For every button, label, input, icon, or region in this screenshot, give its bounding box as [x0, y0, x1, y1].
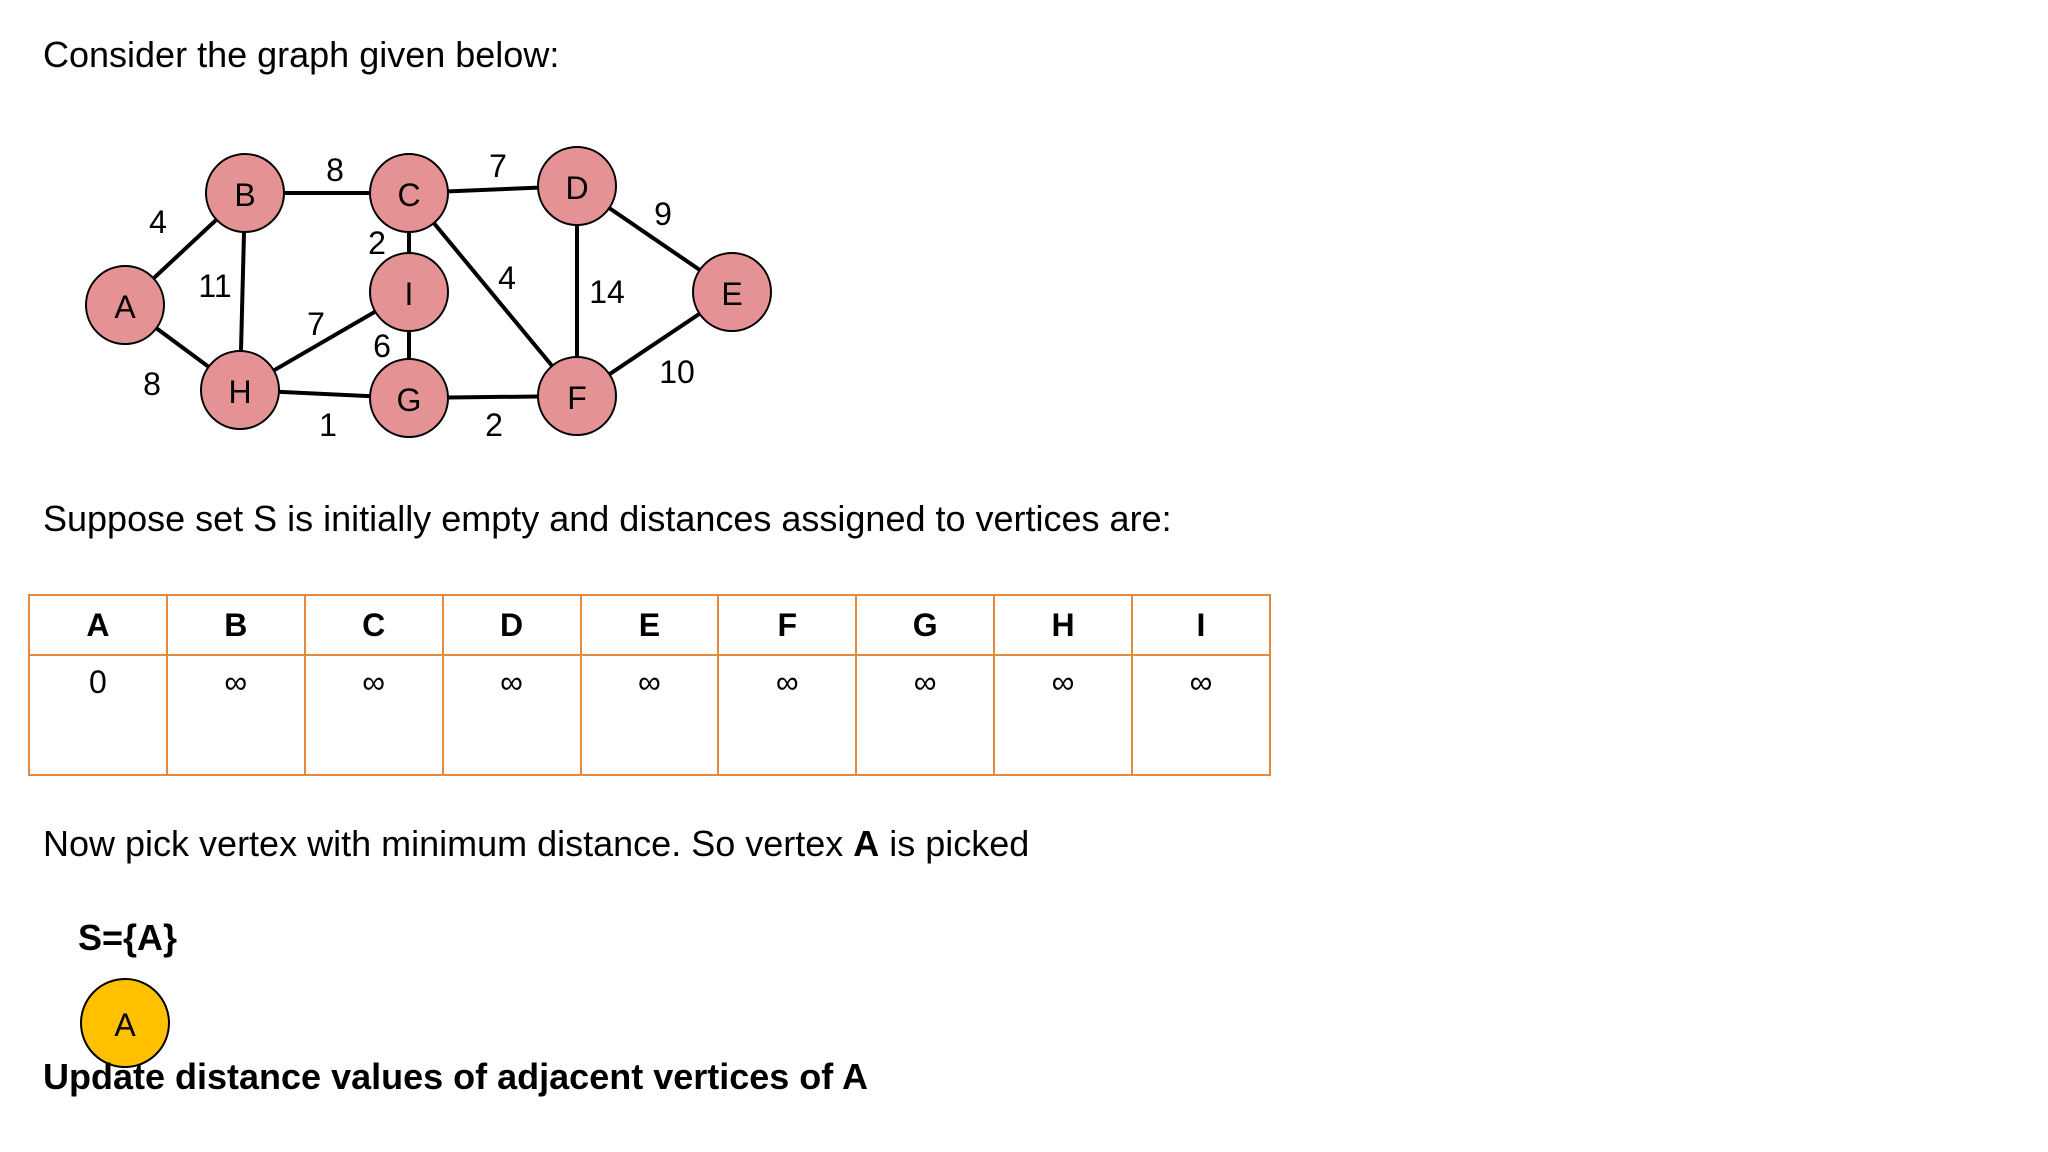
pick-text: Now pick vertex with minimum distance. S…	[43, 823, 1029, 865]
vertex-circle	[369, 252, 449, 332]
vertex-label: C	[397, 177, 420, 213]
edge-weight-c-i: 2	[368, 225, 386, 261]
edge-weight-b-c: 8	[326, 152, 344, 188]
vertex-circle	[205, 153, 285, 233]
distance-value-g: ∞	[855, 654, 996, 776]
distance-value-c: ∞	[303, 654, 444, 776]
vertex-circle	[369, 358, 449, 438]
edge-weight-a-b: 4	[149, 204, 167, 240]
vertex-circle	[200, 350, 280, 430]
edge-weight-d-f: 14	[589, 274, 625, 310]
distance-header-c: C	[303, 594, 444, 656]
intro-text: Suppose set S is initially empty and dis…	[43, 498, 1172, 539]
edge-weight-c-f: 4	[498, 260, 516, 296]
distance-value-b: ∞	[165, 654, 306, 776]
distance-value-e: ∞	[579, 654, 720, 776]
vertex-label: D	[565, 170, 588, 206]
picked-vertex-name: A	[853, 823, 880, 864]
distance-header-i: I	[1131, 594, 1271, 656]
vertex-g: G	[369, 358, 449, 438]
picked-vertex-circle	[80, 978, 170, 1068]
distance-table-value-row: 0∞∞∞∞∞∞∞∞	[28, 654, 1271, 776]
edge-weight-i-g: 6	[373, 328, 391, 364]
distance-value-f: ∞	[717, 654, 858, 776]
vertex-label: G	[397, 382, 422, 418]
vertex-circle	[692, 252, 772, 332]
distance-header-b: B	[165, 594, 306, 656]
distance-value-i: ∞	[1131, 654, 1271, 776]
edge-c-f	[407, 191, 579, 398]
vertex-b: B	[205, 153, 285, 233]
vertex-i: I	[369, 252, 449, 332]
distance-value-a: 0	[28, 654, 168, 776]
pick-text-before: Now pick vertex with minimum distance. S…	[43, 823, 854, 864]
set-s-label: S={A}	[78, 917, 178, 958]
vertex-label: F	[567, 380, 587, 416]
vertex-circle	[85, 265, 165, 345]
distance-header-e: E	[579, 594, 720, 656]
vertex-label: B	[234, 177, 255, 213]
distance-header-d: D	[441, 594, 582, 656]
vertex-circle	[537, 356, 617, 436]
vertex-h: H	[200, 350, 280, 430]
vertex-a: A	[85, 265, 165, 345]
distance-header-h: H	[993, 594, 1133, 656]
edge-weight-b-h: 11	[198, 268, 231, 304]
title-text: Consider the graph given below:	[43, 34, 560, 75]
picked-vertex-label: A	[114, 1007, 136, 1043]
vertex-label: I	[405, 276, 414, 312]
edge-weight-c-d: 7	[489, 148, 507, 184]
vertex-label: H	[228, 374, 251, 410]
picked-vertex: A	[80, 978, 170, 1068]
vertex-circle	[369, 153, 449, 233]
edge-weight-h-i: 7	[307, 306, 325, 342]
distance-header-g: G	[855, 594, 996, 656]
vertex-label: E	[721, 276, 742, 312]
edge-weight-h-g: 1	[319, 407, 337, 443]
pick-text-after: is picked	[879, 823, 1030, 864]
edge-weight-e-f: 10	[659, 354, 695, 390]
distance-header-f: F	[717, 594, 858, 656]
vertex-label: A	[114, 289, 136, 325]
edge-weight-d-e: 9	[654, 196, 672, 232]
edge-weight-g-f: 2	[485, 407, 503, 443]
vertex-d: D	[537, 146, 617, 226]
distance-header-a: A	[28, 594, 168, 656]
vertex-f: F	[537, 356, 617, 436]
update-text: Update distance values of adjacent verti…	[43, 1056, 868, 1097]
distance-value-d: ∞	[441, 654, 582, 776]
vertex-c: C	[369, 153, 449, 233]
edge-weight-a-h: 8	[143, 366, 161, 402]
vertex-circle	[537, 146, 617, 226]
vertex-e: E	[692, 252, 772, 332]
distance-value-h: ∞	[993, 654, 1133, 776]
